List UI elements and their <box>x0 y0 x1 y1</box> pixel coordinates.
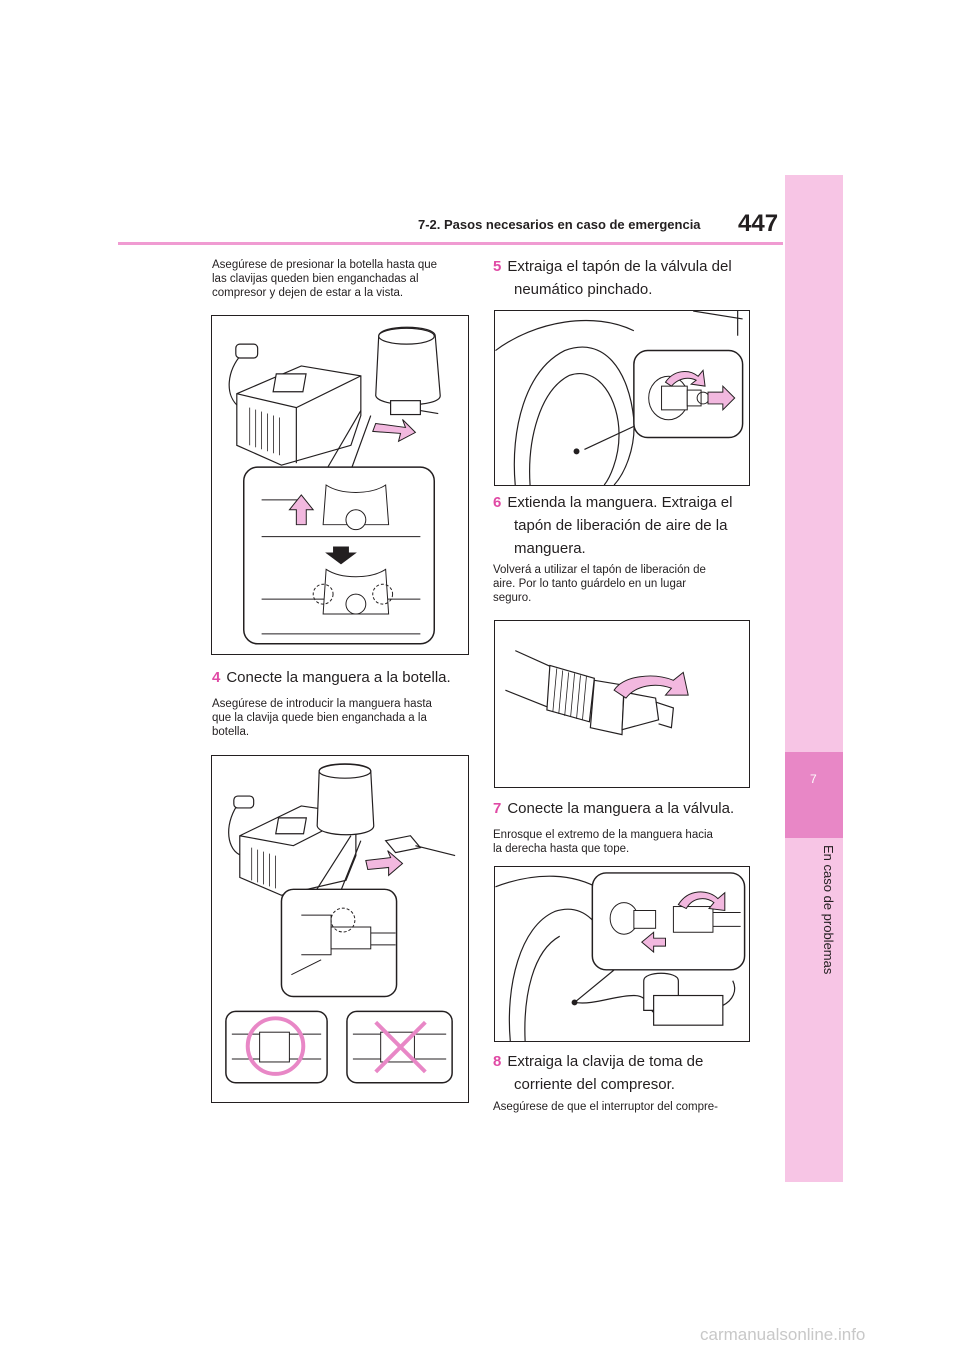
chapter-name: En caso de problemas <box>818 845 838 975</box>
illustration-compressor-bottle <box>228 326 441 645</box>
figure-bottle-install <box>211 315 469 655</box>
figure-hose-to-valve <box>494 866 750 1042</box>
step-text-line: corriente del compresor. <box>514 1076 675 1093</box>
step-7: 7 Conecte la manguera a la válvula. <box>493 797 773 820</box>
watermark: carmanualsonline.info <box>700 1325 866 1344</box>
step-number: 6 <box>493 494 502 511</box>
step-8: 8 Extraiga la clavija de toma de corrient… <box>493 1050 773 1096</box>
step-text: Conecte la manguera a la válvula. <box>507 800 735 817</box>
illustration-hose-on-valve <box>495 872 746 1041</box>
chapter-side-tab <box>785 175 843 1182</box>
figure-hose-cap <box>494 620 750 788</box>
step-6: 6 Extienda la manguera. Extraiga el tapón… <box>493 491 773 560</box>
note-step-4: Asegúrese de introducir la manguera hast… <box>212 697 472 739</box>
header-rule <box>118 242 783 245</box>
note-step-7: Enrosque el extremo de la manguera hacia… <box>493 828 763 856</box>
section-title: 7-2. Pasos necesarios en caso de emergen… <box>418 217 701 232</box>
illustration-tire-valve <box>495 311 744 485</box>
note-line: Asegúrese de introducir la manguera hast… <box>212 698 432 710</box>
note-line: Volverá a utilizar el tapón de liberació… <box>493 564 706 576</box>
chapter-number-marker <box>785 752 843 838</box>
note-line: compresor y dejen de estar a la vista. <box>212 287 404 299</box>
chapter-name-label: En caso de problemas <box>821 845 836 975</box>
figure-hose-to-bottle <box>211 755 469 1103</box>
step-5: 5 Extraiga el tapón de la válvula del neu… <box>493 255 773 301</box>
illustration-hose-release-cap <box>505 650 689 736</box>
chapter-number: 7 <box>810 772 817 786</box>
step-text-line: manguera. <box>514 540 586 557</box>
step-text-line: Extraiga la clavija de toma de <box>507 1053 704 1070</box>
step-text-line: Extienda la manguera. Extraiga el <box>507 494 733 511</box>
step-number: 7 <box>493 800 502 817</box>
page-number: 447 <box>738 210 779 237</box>
note-line: botella. <box>212 726 250 738</box>
note-line: las clavijas queden bien enganchadas al <box>212 273 419 285</box>
illustration-hose-connection <box>225 763 456 1084</box>
step-text-line: tapón de liberación de aire de la <box>514 517 728 534</box>
figure-valve-cap <box>494 310 750 486</box>
note-line: aire. Por lo tanto guárdelo en un lugar <box>493 578 687 590</box>
note-line: Enrosque el extremo de la manguera hacia <box>493 829 713 841</box>
step-text-line: Extraiga el tapón de la válvula del <box>507 258 732 275</box>
step-4: 4 Conecte la manguera a la botella. <box>212 666 472 689</box>
note-line: la derecha hasta que tope. <box>493 843 630 855</box>
note-step-8: Asegúrese de que el interruptor del comp… <box>493 1101 719 1113</box>
step-text-line: neumático pinchado. <box>514 281 653 298</box>
step-number: 8 <box>493 1053 502 1070</box>
note-step-6: Volverá a utilizar el tapón de liberació… <box>493 563 763 605</box>
note-line: que la clavija quede bien enganchada a l… <box>212 712 427 724</box>
note-line: Asegúrese de presionar la botella hasta … <box>212 259 438 271</box>
note-line: seguro. <box>493 592 532 604</box>
step-number: 5 <box>493 258 502 275</box>
note-press-bottle: Asegúrese de presionar la botella hasta … <box>212 258 472 300</box>
step-number: 4 <box>212 669 221 686</box>
step-text: Conecte la manguera a la botella. <box>226 669 451 686</box>
